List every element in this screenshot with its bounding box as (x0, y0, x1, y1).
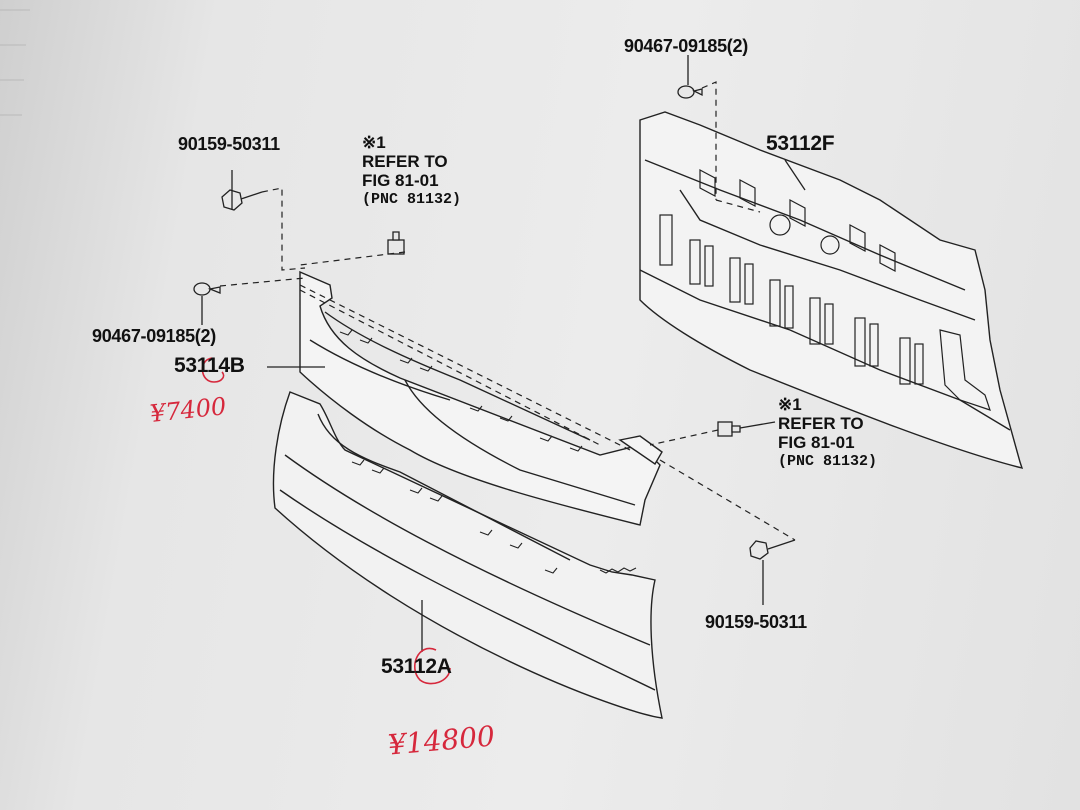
part-label-clip-left: 90467-09185(2) (92, 326, 216, 346)
refer-pnc: (PNC 81132) (778, 453, 878, 470)
clip-left-icon (193, 282, 221, 296)
refer-mark: ※1 (362, 133, 386, 152)
lower-grille-53112a (272, 391, 663, 719)
part-label-bracket: 53112F (766, 132, 835, 155)
clip-center-icon (387, 231, 405, 255)
part-label-lower-grille: 53112A (381, 655, 452, 678)
refer-note-right: ※1 REFER TO FIG 81-01 (PNC 81132) (778, 395, 877, 471)
clip-top-right-icon (677, 85, 703, 99)
clip-right-icon (717, 421, 741, 437)
bolt-left-icon (221, 189, 263, 211)
assembly-dashed-lines (219, 81, 796, 541)
refer-pnc: (PNC 81132) (362, 191, 462, 208)
notebook-edge (0, 9, 30, 116)
refer-mark: ※1 (778, 395, 802, 414)
bracket-53112f (639, 111, 1024, 469)
leader-lines (201, 55, 806, 652)
bolt-right-icon (749, 539, 796, 560)
handwritten-circles (201, 357, 451, 685)
refer-line1: REFER TO (778, 414, 864, 433)
upper-grille-53114b (299, 270, 663, 526)
part-label-clip-top-right: 90467-09185(2) (624, 36, 748, 56)
refer-line2: FIG 81-01 (778, 433, 855, 452)
part-label-bolt-left: 90159-50311 (178, 134, 280, 154)
refer-line2: FIG 81-01 (362, 171, 439, 190)
part-label-bolt-right: 90159-50311 (705, 612, 807, 632)
refer-note-left: ※1 REFER TO FIG 81-01 (PNC 81132) (362, 133, 461, 209)
part-label-upper-grille: 53114B (174, 354, 245, 377)
refer-line1: REFER TO (362, 152, 448, 171)
